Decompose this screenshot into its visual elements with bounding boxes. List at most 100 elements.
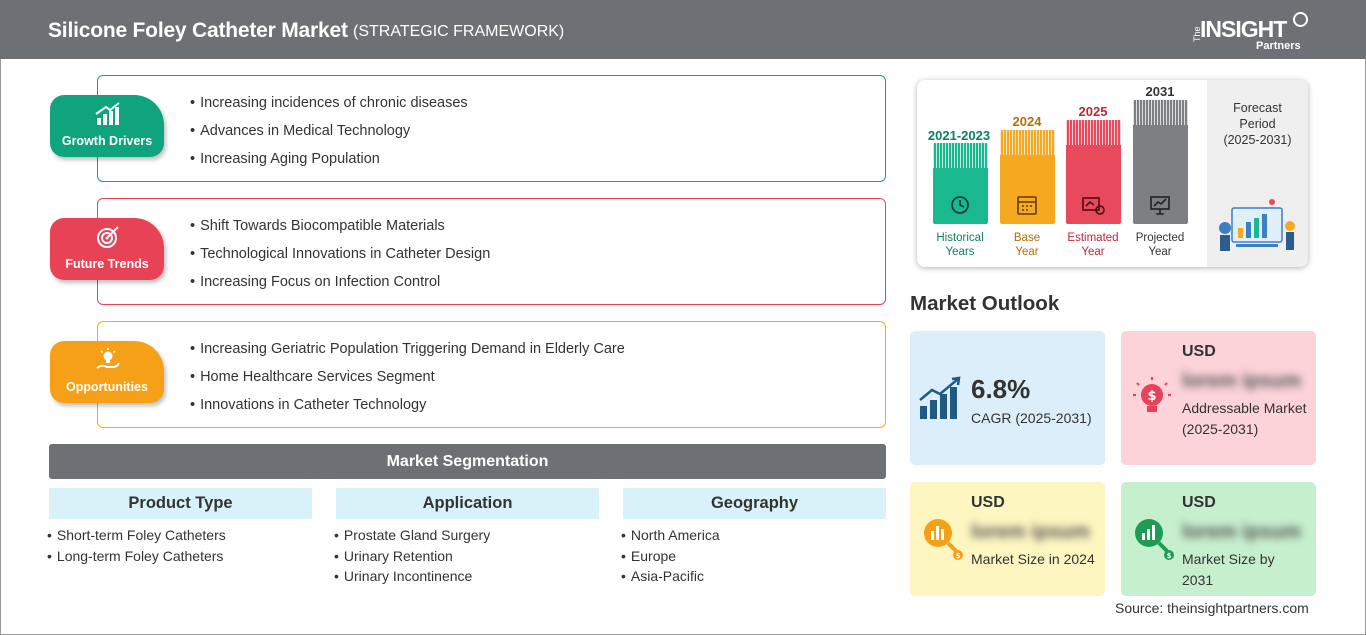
list-item: Urinary Incontinence <box>334 567 490 588</box>
bar-stripes <box>1000 130 1055 155</box>
size2024-usd: USD <box>971 494 1005 511</box>
logo-ring-icon <box>1293 12 1308 27</box>
list-item: Europe <box>621 547 720 568</box>
label-line2: Year <box>1015 246 1039 258</box>
size2031-usd: USD <box>1182 494 1216 511</box>
hand-lightbulb-icon <box>96 348 120 369</box>
list-item: Urinary Retention <box>334 547 490 568</box>
insight-partners-logo[interactable]: The INSIGHT Partners <box>1190 10 1315 54</box>
list-item: Innovations in Catheter Technology <box>190 396 625 424</box>
list-item: Increasing Focus on Infection Control <box>190 273 490 301</box>
market-size-2024-tile: $ USD lorem ipsum Market Size in 2024 <box>910 482 1105 596</box>
bar-stripes <box>1066 120 1121 145</box>
opportunities-badge: Opportunities <box>50 341 164 403</box>
list-item: Advances in Medical Technology <box>190 122 468 150</box>
growth-chart-icon <box>95 102 120 125</box>
future-trends-card: Shift Towards Biocompatible Materials Te… <box>97 198 886 305</box>
forecast-years: (2025-2031) <box>1223 133 1292 147</box>
badge-label: Future Trends <box>65 257 149 271</box>
segment-application-list: Prostate Gland Surgery Urinary Retention… <box>334 526 490 588</box>
label-line1: Estimated <box>1067 232 1119 244</box>
forecast-line1: Forecast <box>1233 101 1282 115</box>
svg-text:$: $ <box>956 552 961 560</box>
size2024-value-hidden: lorem ipsum <box>971 521 1090 543</box>
timeline-label-estimated: Estimated Year <box>1053 231 1133 259</box>
timeline-year-base: 2024 <box>1012 114 1042 129</box>
timeline-panel: Forecast Period (2025-2031) 2021-2023 20… <box>917 80 1308 267</box>
badge-label: Growth Drivers <box>61 134 153 148</box>
market-size-2031-tile: $ USD lorem ipsum Market Size by 2031 <box>1121 482 1316 596</box>
cagr-tile: 6.8% CAGR (2025-2031) <box>910 331 1105 465</box>
bar-stripes <box>933 143 988 168</box>
projection-board-icon <box>1150 196 1170 215</box>
forecast-period-panel: Forecast Period (2025-2031) <box>1207 80 1308 267</box>
segment-geography-head: Geography <box>623 488 886 519</box>
list-item: Long-term Foley Catheters <box>47 547 226 568</box>
cagr-label: CAGR (2025-2031) <box>971 410 1092 426</box>
size2031-label: Market Size by 2031 <box>1182 551 1275 588</box>
addressable-usd: USD <box>1182 343 1216 360</box>
logo-insight: INSIGHT <box>1200 16 1287 42</box>
logo-partners: Partners <box>1256 40 1301 52</box>
label-line2: Year <box>1148 246 1172 258</box>
timeline-label-projected: Projected Year <box>1120 231 1200 259</box>
timeline-year-estimated: 2025 <box>1078 104 1108 119</box>
target-icon <box>97 226 119 248</box>
lightbulb-dollar-icon: $ <box>1133 377 1171 412</box>
analytics-illustration-icon <box>1219 199 1295 251</box>
timeline-bar-projected <box>1133 100 1188 224</box>
svg-text:$: $ <box>1147 389 1156 404</box>
segment-product-type-head: Product Type <box>49 488 312 519</box>
addressable-label: Addressable Market (2025-2031) <box>1182 400 1307 437</box>
growth-bars-icon <box>919 376 961 419</box>
market-outlook-title: Market Outlook <box>910 292 1060 315</box>
future-trends-badge: Future Trends <box>50 218 164 280</box>
label-line1: Projected <box>1135 232 1185 244</box>
list-item: Short-term Foley Catheters <box>47 526 226 547</box>
timeline-bar-base <box>1000 130 1055 224</box>
timeline-bar-estimated <box>1066 120 1121 224</box>
market-segmentation-header: Market Segmentation <box>49 444 886 479</box>
growth-drivers-badge: Growth Drivers <box>50 95 164 157</box>
magnifier-growth-icon: $ <box>1135 519 1174 560</box>
size2024-label: Market Size in 2024 <box>971 551 1095 567</box>
list-item: Home Healthcare Services Segment <box>190 368 625 396</box>
segment-application-head: Application <box>336 488 599 519</box>
cagr-value: 6.8% <box>971 374 1031 404</box>
bar-stripes <box>1133 100 1188 125</box>
header-bar: Silicone Foley Catheter Market (STRATEGI… <box>0 0 1366 59</box>
addressable-market-tile: $ USD lorem ipsum Addressable Market (20… <box>1121 331 1316 465</box>
page-title: Silicone Foley Catheter Market <box>48 19 348 42</box>
timeline-label-historical: Historical Years <box>920 231 1000 259</box>
timeline-year-historical: 2021-2023 <box>927 128 991 143</box>
list-item: Increasing incidences of chronic disease… <box>190 94 468 122</box>
svg-text:$: $ <box>1167 552 1172 560</box>
list-item: Asia-Pacific <box>621 567 720 588</box>
source-link[interactable]: Source: theinsightpartners.com <box>1115 600 1309 616</box>
badge-label: Opportunities <box>66 380 148 394</box>
opportunities-card: Increasing Geriatric Population Triggeri… <box>97 321 886 428</box>
timeline-bar-historical <box>933 143 988 224</box>
history-clock-icon <box>951 196 969 214</box>
calendar-icon <box>1017 196 1037 215</box>
timeline-year-projected: 2031 <box>1145 84 1175 99</box>
list-item: Prostate Gland Surgery <box>334 526 490 547</box>
magnifier-chart-icon: $ <box>924 519 963 560</box>
growth-drivers-card: Increasing incidences of chronic disease… <box>97 75 886 182</box>
timeline-label-base: Base Year <box>987 231 1067 259</box>
size2031-value-hidden: lorem ipsum <box>1182 521 1301 543</box>
page-subtitle: (STRATEGIC FRAMEWORK) <box>353 23 565 40</box>
label-line2: Year <box>1081 246 1105 258</box>
list-item: Technological Innovations in Catheter De… <box>190 245 490 273</box>
addressable-value-hidden: lorem ipsum <box>1182 370 1301 392</box>
forecast-label: Forecast Period <box>1207 100 1308 132</box>
list-item: Increasing Aging Population <box>190 150 468 178</box>
label-line1: Base <box>1013 232 1041 244</box>
segment-geography-list: North America Europe Asia-Pacific <box>621 526 720 588</box>
label-line1: Historical <box>936 232 984 244</box>
list-item: Increasing Geriatric Population Triggeri… <box>190 340 625 368</box>
segment-product-type-list: Short-term Foley Catheters Long-term Fol… <box>47 526 226 567</box>
forecast-line2: Period <box>1239 117 1276 131</box>
list-item: Shift Towards Biocompatible Materials <box>190 217 490 245</box>
estimate-settings-icon <box>1082 197 1105 215</box>
